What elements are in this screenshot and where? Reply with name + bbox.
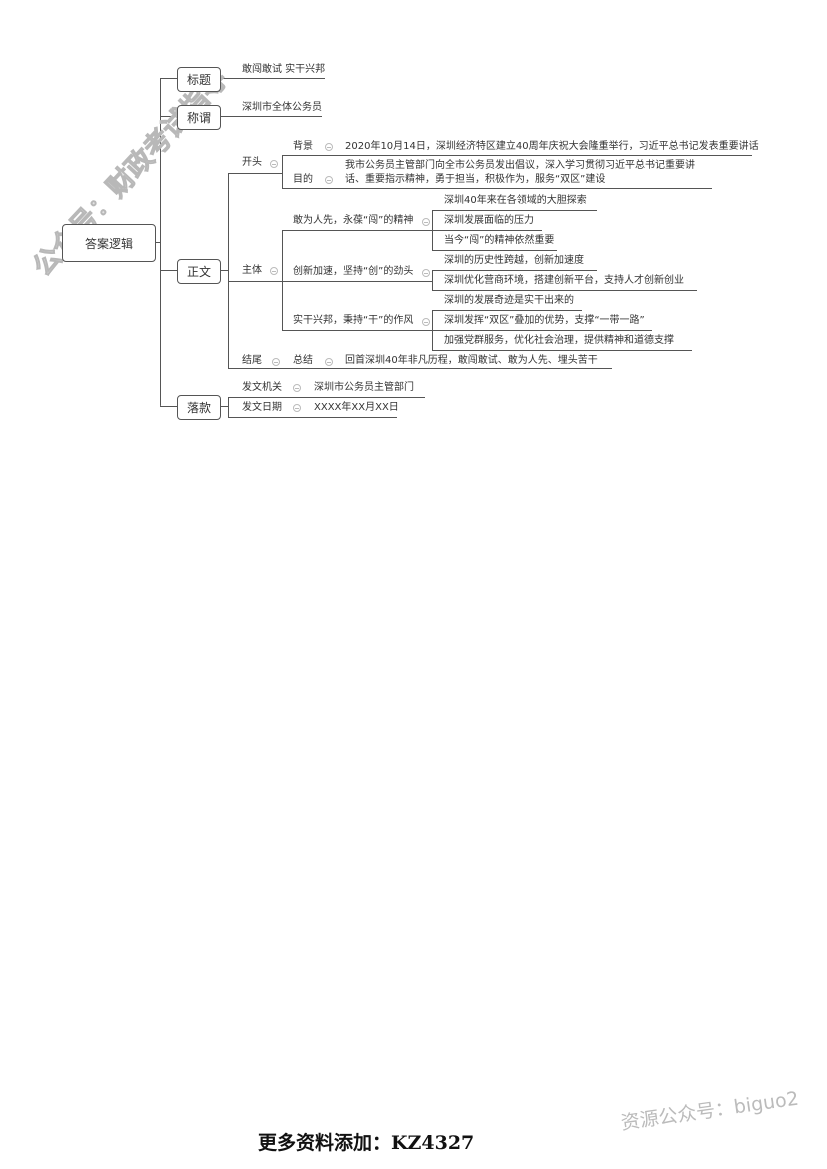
- connector: [160, 78, 177, 79]
- collapse-icon[interactable]: [270, 160, 278, 168]
- connector: [282, 230, 432, 231]
- org-text: 深圳市公务员主管部门: [314, 382, 414, 393]
- org-label: 发文机关: [242, 382, 282, 393]
- connector: [432, 310, 582, 311]
- connector: [228, 173, 229, 369]
- main-label: 主体: [242, 265, 262, 276]
- date-text: XXXX年XX月XX日: [314, 402, 399, 413]
- node-signature[interactable]: 落款: [177, 395, 221, 420]
- connector: [160, 270, 177, 271]
- purpose-label: 目的: [293, 174, 313, 185]
- point-label: 创新加速，坚持“创”的劲头: [293, 266, 414, 277]
- connector: [228, 397, 425, 398]
- node-title[interactable]: 标题: [177, 67, 221, 92]
- collapse-icon[interactable]: [293, 384, 301, 392]
- collapse-icon[interactable]: [270, 267, 278, 275]
- connector: [432, 270, 597, 271]
- point-item: 加强党群服务，优化社会治理，提供精神和道德支撑: [444, 335, 674, 346]
- connector: [228, 397, 229, 417]
- connector: [282, 281, 432, 282]
- date-label: 发文日期: [242, 402, 282, 413]
- connector: [432, 290, 697, 291]
- connector: [220, 270, 228, 271]
- connector: [220, 406, 228, 407]
- footer-contact: 更多资料添加：KZ4327: [258, 1132, 475, 1154]
- connector: [160, 406, 177, 407]
- collapse-icon[interactable]: [325, 176, 333, 184]
- connector: [160, 116, 177, 117]
- collapse-icon[interactable]: [422, 218, 430, 226]
- point-item: 当今“闯”的精神依然重要: [444, 235, 555, 246]
- point-item: 深圳的发展奇迹是实干出来的: [444, 295, 574, 306]
- node-body[interactable]: 正文: [177, 259, 221, 284]
- connector: [220, 78, 325, 79]
- connector: [432, 250, 557, 251]
- connector: [282, 188, 712, 189]
- summary-text: 回首深圳40年非凡历程，敢闯敢试、敢为人先、埋头苦干: [345, 355, 598, 366]
- root-node[interactable]: 答案逻辑: [62, 224, 156, 262]
- footer-account-watermark: 资源公众号：biguo2: [619, 1087, 801, 1135]
- collapse-icon[interactable]: [272, 358, 280, 366]
- collapse-icon[interactable]: [422, 269, 430, 277]
- connector: [432, 350, 692, 351]
- salutation-text: 深圳市全体公务员: [242, 102, 322, 113]
- node-salutation[interactable]: 称谓: [177, 105, 221, 130]
- connector: [228, 417, 397, 418]
- point-item: 深圳发挥“双区”叠加的优势，支撑“一带一路”: [444, 315, 645, 326]
- collapse-icon[interactable]: [325, 358, 333, 366]
- point-item: 深圳40年来在各领域的大胆探索: [444, 195, 587, 206]
- connector: [160, 78, 161, 406]
- connector: [432, 330, 652, 331]
- point-item: 深圳的历史性跨越，创新加速度: [444, 255, 584, 266]
- connector: [220, 116, 322, 117]
- connector: [282, 330, 432, 331]
- opening-label: 开头: [242, 157, 262, 168]
- connector: [228, 281, 282, 282]
- connector: [282, 155, 752, 156]
- connector: [282, 230, 283, 331]
- purpose-text-2: 话、重要指示精神，勇于担当，积极作为，服务“双区”建设: [345, 174, 606, 185]
- point-label: 敢为人先，永葆“闯”的精神: [293, 215, 414, 226]
- background-label: 背景: [293, 141, 313, 152]
- connector: [282, 155, 283, 188]
- collapse-icon[interactable]: [293, 404, 301, 412]
- connector: [228, 368, 612, 369]
- point-label: 实干兴邦，秉持“干”的作风: [293, 315, 414, 326]
- ending-label: 结尾: [242, 355, 262, 366]
- collapse-icon[interactable]: [422, 318, 430, 326]
- connector: [154, 242, 160, 243]
- purpose-text-1: 我市公务员主管部门向全市公务员发出倡议，深入学习贯彻习近平总书记重要讲: [345, 160, 695, 171]
- point-item: 深圳优化营商环境，搭建创新平台，支持人才创新创业: [444, 275, 684, 286]
- summary-label: 总结: [293, 355, 313, 366]
- title-text: 敢闯敢试 实干兴邦: [242, 64, 326, 75]
- collapse-icon[interactable]: [325, 143, 333, 151]
- point-item: 深圳发展面临的压力: [444, 215, 534, 226]
- connector: [432, 210, 597, 211]
- connector: [432, 230, 542, 231]
- background-text: 2020年10月14日，深圳经济特区建立40周年庆祝大会隆重举行，习近平总书记发…: [345, 141, 759, 152]
- connector: [228, 173, 282, 174]
- connector: [432, 270, 433, 290]
